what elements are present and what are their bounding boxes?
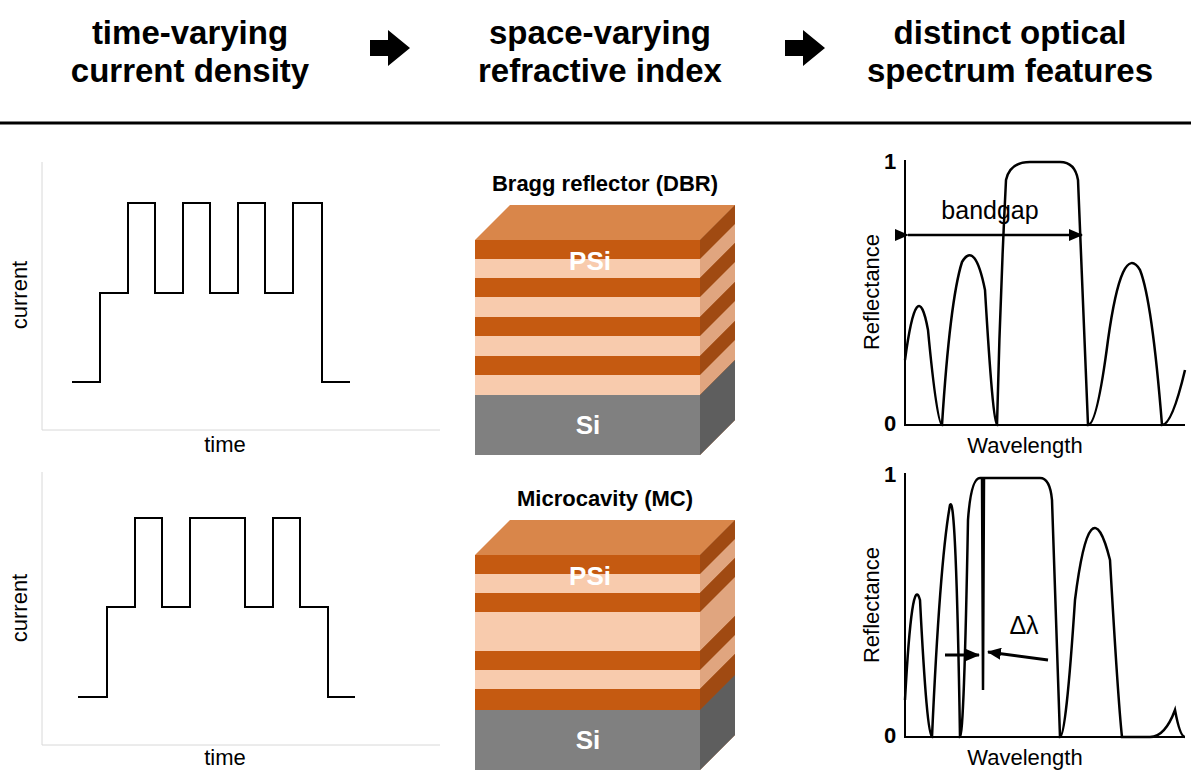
feature-label: Δλ [1009,611,1038,640]
plot-frame [42,162,440,745]
layer-label: PSi [569,247,611,277]
axis-label: time [204,432,246,457]
reflectance-curve [905,162,1185,737]
axis-label: time [204,745,246,770]
axis-label: Wavelength [967,745,1082,770]
axis-tick: 1 [884,462,896,487]
column-heading: time-varying current density [40,14,340,90]
spectrum-axes [905,160,1185,737]
axis-label: current [7,261,32,329]
axis-tick: 1 [884,149,896,174]
axis-label: Reflectance [859,234,884,350]
structure-title: Microcavity (MC) [517,486,693,511]
layer-label: PSi [569,562,611,592]
layer-label: Si [576,411,601,441]
mc-stack [475,520,735,770]
layer-label: Si [576,726,601,756]
current-waveform [72,203,355,697]
dbr-stack [475,205,735,455]
divider-line [0,122,1191,125]
bandgap-arrow [908,234,1082,237]
feature-label: bandgap [941,196,1038,225]
axis-tick: 0 [884,723,896,748]
axis-label: Reflectance [859,547,884,663]
axis-label: Wavelength [967,433,1082,458]
linewidth-arrows [945,652,1048,660]
structure-title: Bragg reflector (DBR) [492,171,718,196]
column-heading: distinct optical spectrum features [838,14,1183,90]
column-heading: space-varying refractive index [450,14,750,90]
axis-label: current [7,574,32,642]
axis-tick: 0 [884,411,896,436]
